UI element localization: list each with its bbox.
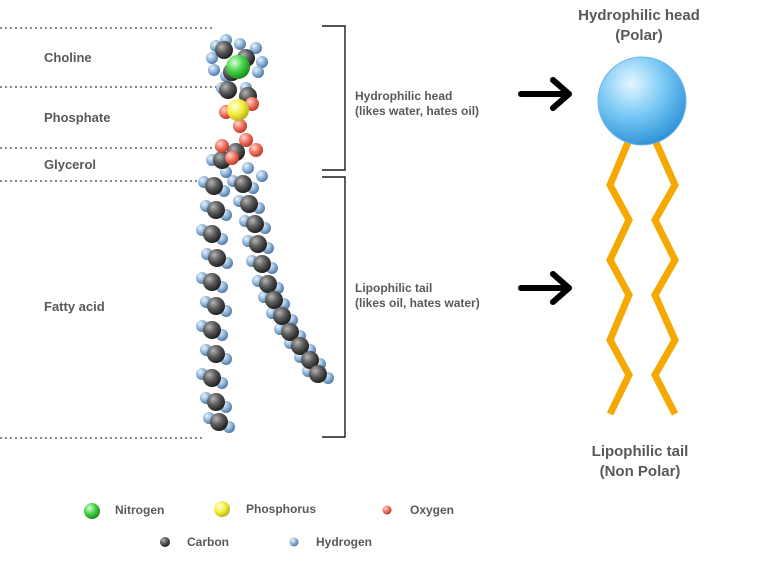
head-bracket bbox=[322, 25, 346, 171]
carbon-atom bbox=[253, 255, 271, 273]
legend-swatches bbox=[84, 501, 392, 547]
hydrogen-atom bbox=[256, 170, 268, 182]
carbon-atom bbox=[273, 307, 291, 325]
hydrogen-swatch bbox=[289, 537, 299, 547]
hydrogen-atom bbox=[234, 38, 246, 50]
carbon-atom bbox=[210, 413, 228, 431]
carbon-atom bbox=[208, 249, 226, 267]
hydrogen-atom bbox=[242, 162, 254, 174]
model-head-label: Hydrophilic head (Polar) bbox=[549, 6, 729, 46]
tail-bracket bbox=[322, 176, 346, 438]
phosphorus-atom bbox=[227, 99, 249, 121]
oxygen-atom bbox=[215, 139, 229, 153]
carbon-atom bbox=[207, 297, 225, 315]
arrow-icon-tail bbox=[518, 271, 572, 305]
model-head-line2: (Polar) bbox=[615, 27, 663, 44]
carbon-atom bbox=[249, 235, 267, 253]
hydrogen-atom bbox=[208, 64, 220, 76]
hydrogen-atom bbox=[256, 56, 268, 68]
carbon-atom bbox=[203, 273, 221, 291]
carbon-atom bbox=[205, 177, 223, 195]
model-tail-left bbox=[606, 138, 633, 416]
carbon-atom bbox=[281, 323, 299, 341]
head-bracket-line1: Hydrophilic head bbox=[355, 89, 453, 103]
legend-nitrogen-label: Nitrogen bbox=[115, 503, 165, 517]
carbon-atom bbox=[309, 365, 327, 383]
legend-hydrogen-label: Hydrogen bbox=[316, 535, 373, 549]
model-head-line1: Hydrophilic head bbox=[578, 7, 700, 24]
carbon-atom bbox=[203, 225, 221, 243]
model-tail-line1: Lipophilic tail bbox=[591, 443, 689, 460]
hydrogen-atom bbox=[220, 166, 232, 178]
legend-phosphorus-label: Phosphorus bbox=[246, 502, 317, 516]
carbon-atom bbox=[265, 291, 283, 309]
carbon-atom bbox=[207, 201, 225, 219]
carbon-atom bbox=[219, 81, 237, 99]
arrow-icon-head bbox=[518, 77, 572, 111]
oxygen-atom bbox=[225, 151, 239, 165]
carbon-atom bbox=[291, 337, 309, 355]
carbon-atom bbox=[301, 351, 319, 369]
oxygen-atom bbox=[249, 143, 263, 157]
carbon-swatch bbox=[160, 537, 170, 547]
carbon-atom bbox=[203, 321, 221, 339]
carbon-atom bbox=[259, 275, 277, 293]
choline-label: Choline bbox=[44, 50, 92, 65]
nitrogen-atom bbox=[226, 55, 250, 79]
model-head-sphere bbox=[597, 56, 687, 146]
region-guide-lines bbox=[0, 27, 230, 439]
tail-bracket-line1: Lipophilic tail bbox=[355, 281, 433, 295]
hydrogen-atom bbox=[206, 52, 218, 64]
phosphorus-swatch bbox=[214, 501, 230, 517]
tail-bracket-label: Lipophilic tail (likes oil, hates water) bbox=[355, 281, 480, 311]
nitrogen-swatch bbox=[84, 503, 100, 519]
model-tails bbox=[606, 138, 679, 416]
head-bracket-label: Hydrophilic head (likes water, hates oil… bbox=[355, 89, 479, 119]
fatty-acid-label: Fatty acid bbox=[44, 299, 105, 314]
carbon-atom bbox=[203, 369, 221, 387]
legend-oxygen-label: Oxygen bbox=[410, 503, 455, 517]
legend-carbon-label: Carbon bbox=[187, 535, 229, 549]
tail-bracket-line2: (likes oil, hates water) bbox=[355, 296, 480, 310]
oxygen-atom bbox=[239, 133, 253, 147]
hydrogen-atom bbox=[252, 66, 264, 78]
model-tail-label: Lipophilic tail (Non Polar) bbox=[550, 442, 730, 482]
oxygen-swatch bbox=[382, 505, 392, 515]
carbon-atom bbox=[246, 215, 264, 233]
phosphate-label: Phosphate bbox=[44, 110, 111, 125]
hydrogen-atom bbox=[250, 42, 262, 54]
head-bracket-line2: (likes water, hates oil) bbox=[355, 104, 480, 118]
carbon-atom bbox=[240, 195, 258, 213]
carbon-atom bbox=[207, 345, 225, 363]
model-tail-line2: (Non Polar) bbox=[599, 463, 681, 480]
carbon-atom bbox=[215, 41, 233, 59]
oxygen-atom bbox=[233, 119, 247, 133]
carbon-atom bbox=[234, 175, 252, 193]
carbon-atom bbox=[207, 393, 225, 411]
glycerol-label: Glycerol bbox=[44, 157, 97, 172]
model-tail-right bbox=[651, 138, 679, 416]
phospholipid-molecule bbox=[196, 34, 334, 433]
